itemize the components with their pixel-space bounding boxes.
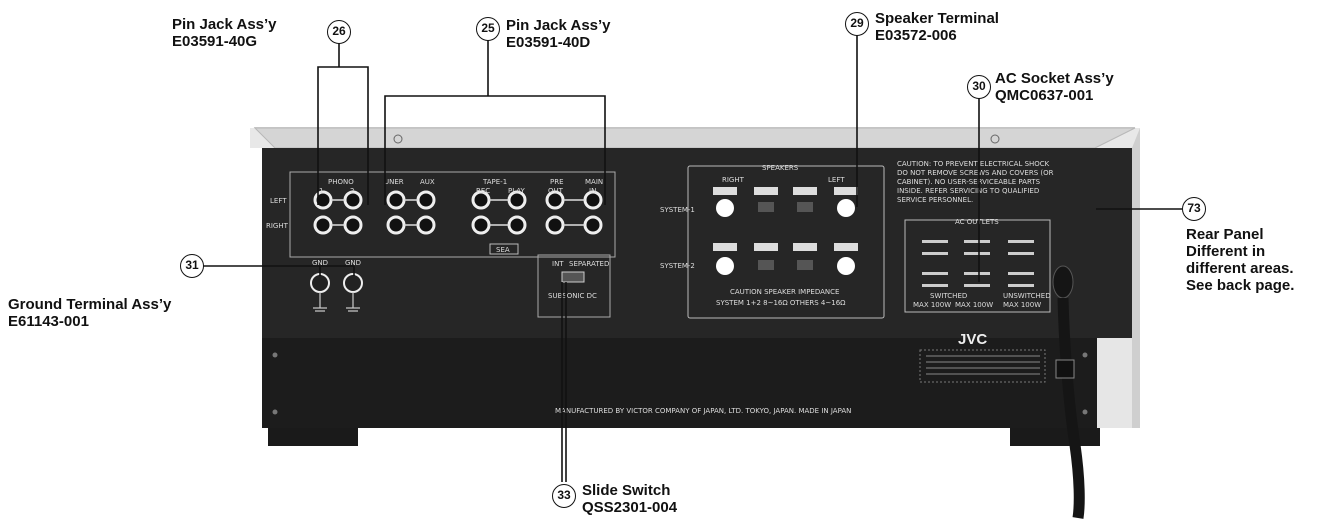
- leader-lines: [203, 34, 1182, 482]
- phono-label: PHONO: [328, 178, 354, 186]
- callout-73-note-1: Different in: [1186, 243, 1266, 260]
- gnd-1-label: GND: [312, 259, 328, 267]
- callout-number-30: 30: [967, 75, 991, 99]
- callout-73-note-2: different areas.: [1186, 260, 1294, 277]
- callout-73-note-3: See back page.: [1186, 277, 1295, 294]
- slide-switch: [561, 271, 585, 283]
- speakers-title: SPEAKERS: [762, 164, 799, 172]
- phono-1-label: 1: [319, 187, 323, 195]
- callout-33-title: Slide Switch: [582, 482, 671, 499]
- svg-text:CAUTION: TO PREVENT ELECTRICAL: CAUTION: TO PREVENT ELECTRICAL SHOCK: [897, 160, 1050, 168]
- power-cord: [1057, 297, 1085, 519]
- callout-33-label: Slide Switch QSS2301-004: [582, 482, 677, 516]
- callout-number-29: 29: [845, 12, 869, 36]
- svg-text:INSIDE. REFER SERVICING TO QUA: INSIDE. REFER SERVICING TO QUALIFIED: [897, 187, 1039, 195]
- callout-25-label: Pin Jack Ass’y E03591-40D: [506, 17, 611, 51]
- speakers-left-label: LEFT: [828, 176, 845, 184]
- ac-max2: MAX 100W: [955, 301, 993, 309]
- callout-number-73: 73: [1182, 197, 1206, 221]
- callout-31-part: E61143-001: [8, 313, 89, 330]
- ac-unswitched-label: UNSWITCHED: [1003, 292, 1051, 300]
- in-label: IN: [589, 187, 596, 195]
- system2-label: SYSTEM-2: [660, 262, 695, 270]
- rec-label: REC: [476, 187, 490, 195]
- play-label: PLAY: [508, 187, 526, 195]
- switch-sub-label: SUBSONIC DC: [548, 292, 597, 300]
- ac-outlets: [922, 240, 1034, 287]
- left-foot: [268, 428, 358, 446]
- speaker-caution-line2: SYSTEM 1+2 8~16Ω OTHERS 4~16Ω: [716, 299, 846, 307]
- sea-label: SEA: [496, 246, 510, 254]
- ac-outlet-panel: [904, 219, 1051, 313]
- pin-jacks: [313, 190, 603, 235]
- brand-logo: JVC: [958, 331, 987, 348]
- callout-30-label: AC Socket Ass’y QMC0637-001: [995, 70, 1114, 104]
- right-channel-label: RIGHT: [266, 222, 289, 230]
- callout-26-part: E03591-40G: [172, 33, 258, 50]
- speaker-caution-line1: CAUTION SPEAKER IMPEDANCE: [730, 288, 839, 296]
- left-channel-label: LEFT: [270, 197, 287, 205]
- callout-29-label: Speaker Terminal E03572-006: [875, 10, 999, 44]
- speakers-right-label: RIGHT: [722, 176, 745, 184]
- callout-number-26: 26: [327, 20, 351, 44]
- manufacturer-line: MANUFACTURED BY VICTOR COMPANY OF JAPAN,…: [555, 407, 851, 415]
- gnd-2-label: GND: [345, 259, 361, 267]
- callout-31-title: Ground Terminal Ass’y: [8, 296, 172, 313]
- callout-number-31: 31: [180, 254, 204, 278]
- switch-int-label: INT: [552, 260, 564, 268]
- right-foot: [1010, 428, 1100, 446]
- callout-29-title: Speaker Terminal: [875, 10, 999, 27]
- caution-text: CAUTION: TO PREVENT ELECTRICAL SHOCK DO …: [897, 160, 1054, 204]
- callout-number-33: 33: [552, 484, 576, 508]
- svg-text:CABINET). NO USER-SERVICEABLE: CABINET). NO USER-SERVICEABLE PARTS: [897, 178, 1041, 186]
- ac-max1: MAX 100W: [913, 301, 951, 309]
- speaker-panel: [687, 165, 885, 319]
- pre-label: PRE: [550, 178, 564, 186]
- callout-73-label: Rear Panel Different in different areas.…: [1186, 226, 1294, 294]
- svg-text:DO NOT REMOVE SCREWS AND COVER: DO NOT REMOVE SCREWS AND COVERS (OR: [897, 169, 1054, 177]
- tuner-label: UNER: [384, 178, 404, 186]
- ac-max3: MAX 100W: [1003, 301, 1041, 309]
- speaker-terminals: [716, 199, 855, 275]
- callout-31-label: Ground Terminal Ass’y E61143-001: [8, 296, 171, 330]
- ac-outlets-title: AC OUTLETS: [955, 218, 999, 226]
- callout-25-title: Pin Jack Ass’y: [506, 17, 611, 34]
- power-cord-bushing: [1052, 265, 1074, 299]
- callout-30-part: QMC0637-001: [995, 87, 1094, 104]
- callout-29-part: E03572-006: [875, 27, 957, 44]
- lower-chassis: [262, 338, 1097, 428]
- aux-label: AUX: [420, 178, 435, 186]
- callout-33-part: QSS2301-004: [582, 499, 678, 516]
- callout-number-25: 25: [476, 17, 500, 41]
- system1-label: SYSTEM-1: [660, 206, 695, 214]
- main-label: MAIN: [585, 178, 603, 186]
- phono-2-label: 2: [350, 187, 354, 195]
- callout-26-title: Pin Jack Ass’y: [172, 16, 277, 33]
- out-label: OUT: [548, 187, 564, 195]
- switch-separated-label: SEPARATED: [569, 260, 609, 268]
- callout-26-label: Pin Jack Ass’y E03591-40G: [172, 16, 277, 50]
- tape1-label: TAPE-1: [482, 178, 507, 186]
- callout-73-title: Rear Panel: [1186, 226, 1264, 243]
- callout-25-part: E03591-40D: [506, 34, 591, 51]
- svg-text:SERVICE PERSONNEL.: SERVICE PERSONNEL.: [897, 196, 973, 204]
- ac-switched-label: SWITCHED: [930, 292, 967, 300]
- callout-30-title: AC Socket Ass’y: [995, 70, 1114, 87]
